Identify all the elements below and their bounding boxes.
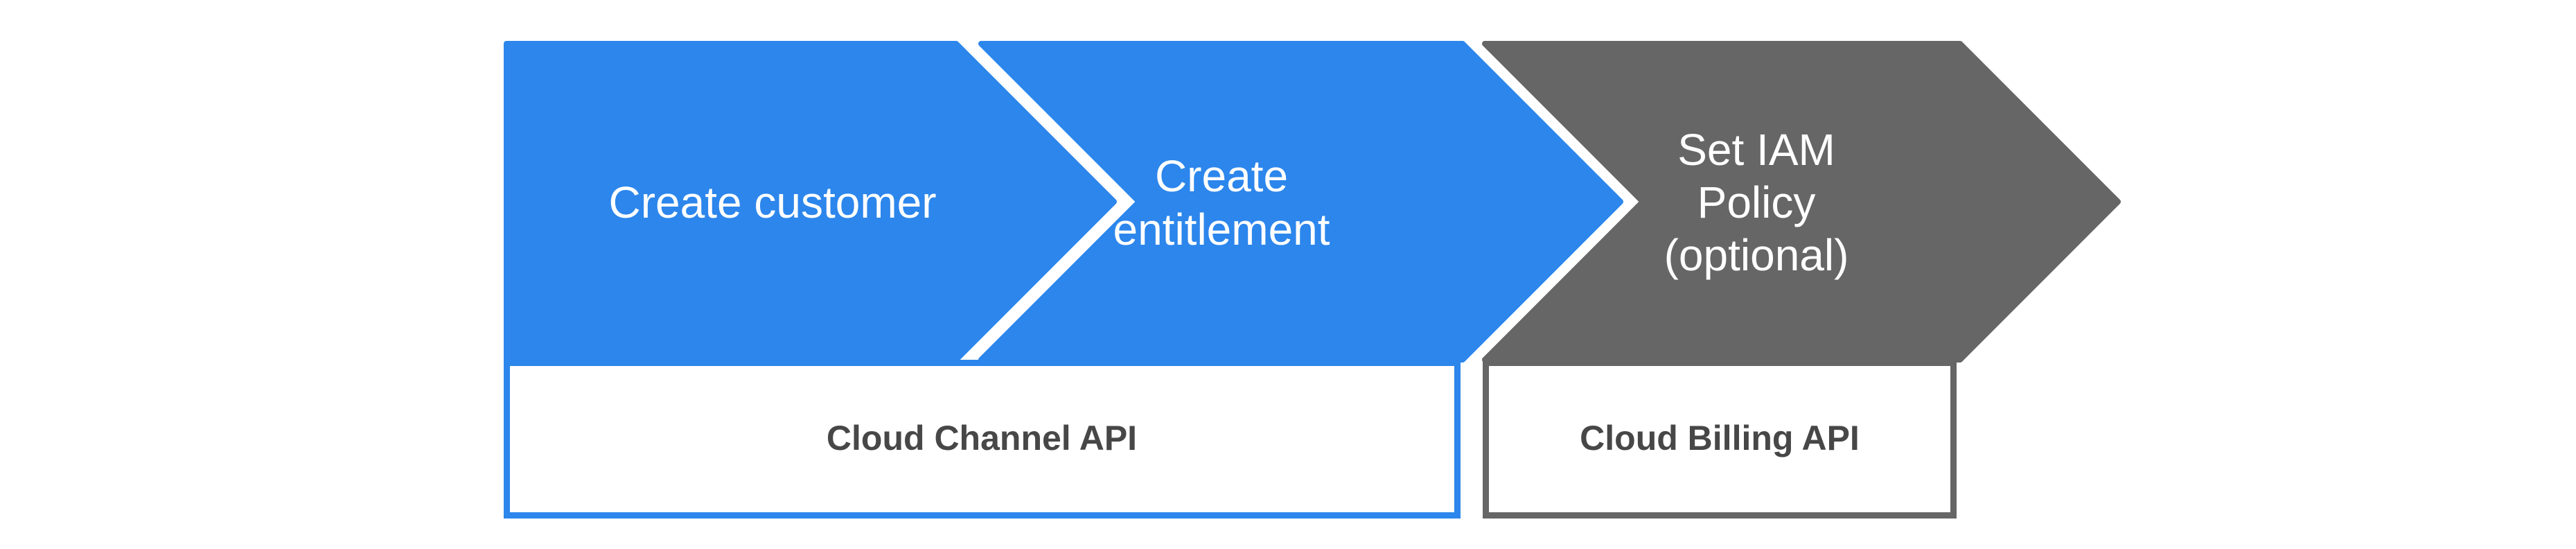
api-box-cloud-channel [504, 360, 1461, 518]
step-chevron-create-entitlement [978, 41, 1623, 363]
step-chevron-create-customer [504, 41, 1117, 363]
step-chevron-set-iam-policy [1482, 41, 2121, 363]
step-label-set-iam-policy-line1: Set IAM [1677, 125, 1835, 175]
api-box-cloud-billing [1483, 360, 1957, 518]
step-label-create-customer: Create customer [608, 177, 936, 227]
api-box-label-cloud-channel: Cloud Channel API [827, 419, 1137, 458]
api-box-label-cloud-billing: Cloud Billing API [1580, 419, 1860, 458]
step-label-create-entitlement-line1: Create [1155, 151, 1288, 201]
step-label-set-iam-policy-line2: Policy [1697, 177, 1816, 227]
step-label-set-iam-policy-line3: (optional) [1664, 230, 1849, 280]
step-label-create-entitlement-line2: entitlement [1113, 204, 1330, 254]
